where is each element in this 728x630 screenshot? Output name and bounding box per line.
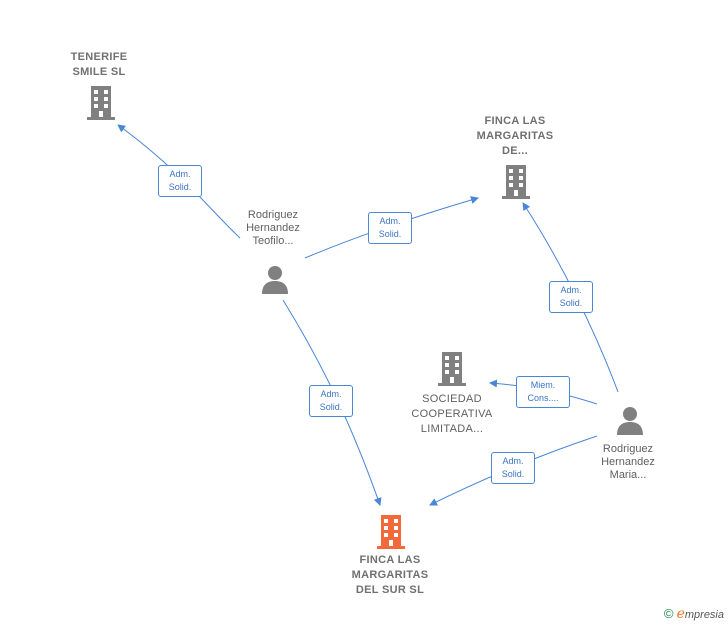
company-label-finca-sur[interactable]: FINCA LAS MARGARITAS DEL SUR SL (338, 553, 442, 598)
tag-line: Solid. (168, 182, 192, 192)
building-icon[interactable] (85, 86, 117, 120)
company-label-tenerife[interactable]: TENERIFE SMILE SL (58, 50, 140, 80)
building-icon-highlighted[interactable] (375, 515, 407, 549)
tag-line: Solid. (319, 402, 343, 412)
label-line: Teofilo... (252, 235, 294, 247)
label-line: Maria... (609, 469, 647, 481)
tag-line: Adm. (560, 285, 582, 295)
edge-tag-maria-finca-sur[interactable]: Adm. Solid. (491, 452, 535, 484)
tag-line: Adm. (320, 389, 342, 399)
edge-tag-teofilo-finca-sur[interactable]: Adm. Solid. (309, 385, 353, 417)
person-icon[interactable] (260, 264, 290, 294)
tag-line: Adm. (502, 456, 524, 466)
copyright-symbol: © (663, 606, 674, 621)
tag-line: Cons.... (527, 393, 559, 403)
label-line: DE... (502, 145, 528, 157)
person-label-maria[interactable]: Rodriguez Hernandez Maria... (583, 443, 673, 482)
building-icon[interactable] (436, 352, 468, 386)
tag-line: Solid. (378, 229, 402, 239)
edge-tag-maria-sociedad[interactable]: Miem. Cons.... (516, 376, 570, 408)
label-line: Hernandez (601, 456, 655, 468)
label-line: COOPERATIVA (411, 408, 493, 420)
label-line: FINCA LAS (484, 115, 546, 127)
tag-line: Miem. (530, 380, 556, 390)
label-line: SMILE SL (72, 66, 126, 78)
label-line: MARGARITAS (351, 569, 429, 581)
building-icon[interactable] (500, 165, 532, 199)
brand-name: mpresia (684, 609, 724, 621)
person-icon[interactable] (615, 405, 645, 435)
tag-line: Solid. (559, 298, 583, 308)
label-line: LIMITADA... (420, 423, 484, 435)
brand-logo: © empresia (664, 606, 724, 622)
edge-tag-teofilo-finca-de[interactable]: Adm. Solid. (368, 212, 412, 244)
edge-tag-maria-finca-de[interactable]: Adm. Solid. (549, 281, 593, 313)
label-line: Hernandez (246, 222, 300, 234)
tag-line: Solid. (501, 469, 525, 479)
label-line: SOCIEDAD (422, 393, 482, 405)
label-line: Rodriguez (602, 443, 654, 455)
label-line: DEL SUR SL (355, 584, 425, 596)
brand-initial: e (676, 606, 685, 622)
tag-line: Adm. (379, 216, 401, 226)
company-label-sociedad[interactable]: SOCIEDAD COOPERATIVA LIMITADA... (400, 392, 504, 437)
label-line: FINCA LAS (359, 554, 421, 566)
tag-line: Adm. (169, 169, 191, 179)
person-label-teofilo[interactable]: Rodriguez Hernandez Teofilo... (228, 209, 318, 248)
label-line: MARGARITAS (476, 130, 554, 142)
label-line: TENERIFE (70, 51, 128, 63)
company-label-finca-de[interactable]: FINCA LAS MARGARITAS DE... (467, 114, 563, 159)
edge-tag-teofilo-tenerife[interactable]: Adm. Solid. (158, 165, 202, 197)
label-line: Rodriguez (247, 209, 299, 221)
